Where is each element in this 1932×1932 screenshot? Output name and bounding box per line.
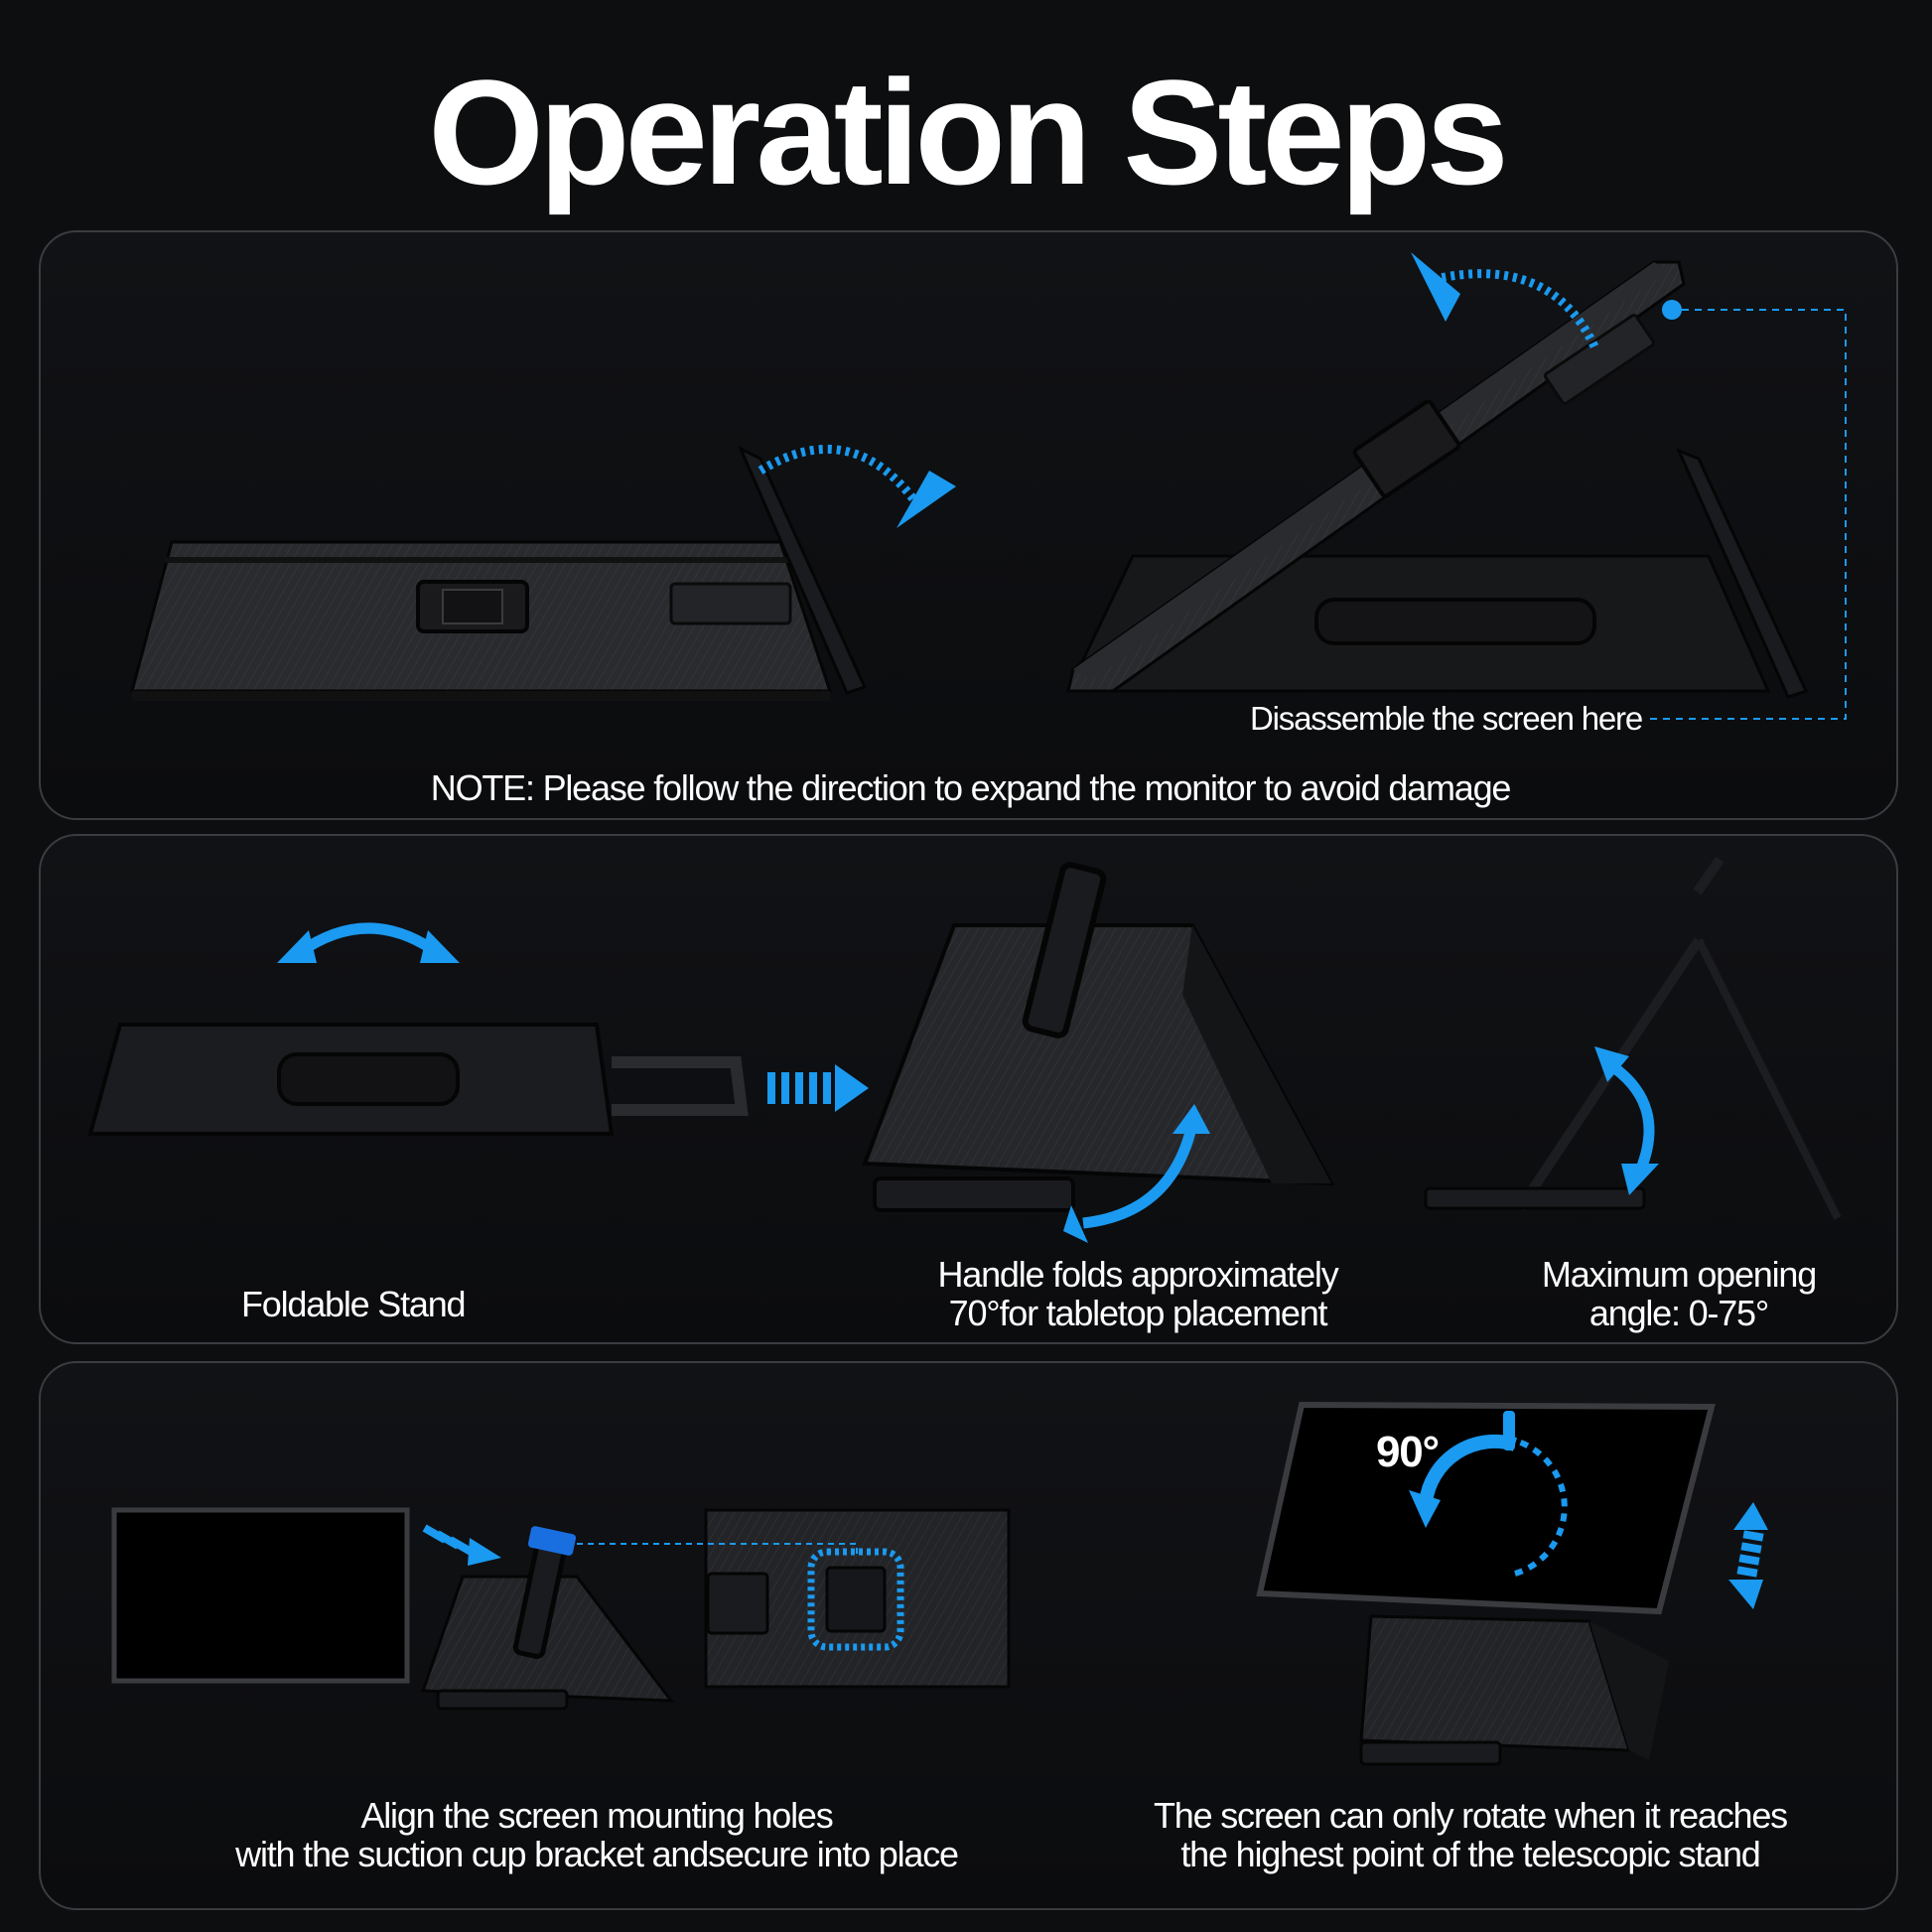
handle-caption: Handle folds approximately 70°for tablet… — [937, 1254, 1338, 1333]
rotating-monitor — [1256, 1401, 1716, 1766]
rotate-arrow-icon — [1409, 1411, 1568, 1577]
disassemble-label: Disassemble the screen here — [1250, 700, 1643, 737]
next-arrow-icon — [767, 1064, 869, 1112]
swing-arrow-icon — [277, 922, 460, 963]
unfold-illustration — [130, 252, 1847, 720]
align-caption: Align the screen mounting holes with the… — [235, 1795, 959, 1874]
bracket-back-view — [577, 1508, 1011, 1689]
insert-arrow-icon — [422, 1524, 501, 1566]
opened-monitor — [1065, 260, 1809, 699]
rotation-badge: 90° — [1376, 1428, 1440, 1476]
tilt-arrow-icon — [1063, 1104, 1210, 1243]
rotate-caption: The screen can only rotate when it reach… — [1154, 1795, 1788, 1874]
step-panel-mount: 90° Align the screen mounting holes with… — [39, 1361, 1898, 1910]
step-panel-unfold: Disassemble the screen here NOTE: Please… — [39, 230, 1898, 820]
opening-angle-arrow-icon — [1594, 1046, 1659, 1195]
angle-caption: Maximum opening angle: 0-75° — [1541, 1254, 1817, 1333]
curved-arrow-icon — [758, 445, 956, 528]
lift-arrow-icon — [1411, 252, 1599, 348]
closed-monitor — [130, 445, 868, 701]
small-tent-stand — [420, 1526, 675, 1711]
tent-stand — [862, 862, 1335, 1212]
page-title: Operation Steps — [428, 49, 1509, 215]
telescope-arrow-icon — [1728, 1502, 1768, 1609]
expand-note: NOTE: Please follow the direction to exp… — [430, 767, 1512, 808]
callout-line — [1649, 300, 1847, 720]
stand-illustration — [87, 856, 1842, 1243]
step-panel-stand: Foldable Stand Handle folds approximatel… — [39, 834, 1898, 1344]
flat-stand — [87, 1023, 749, 1136]
screen-panel — [111, 1507, 410, 1684]
foldable-stand-label: Foldable Stand — [241, 1284, 467, 1324]
mount-illustration — [111, 1401, 1768, 1766]
